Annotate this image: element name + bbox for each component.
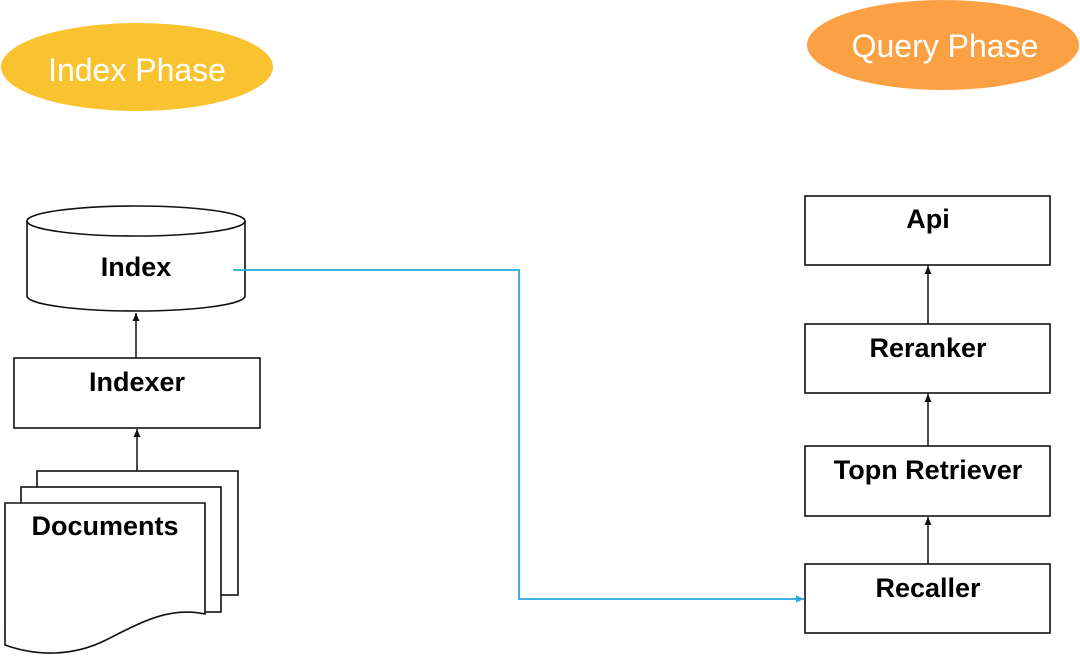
topn-retriever-box bbox=[804, 445, 1051, 517]
query-phase-ellipse bbox=[807, 0, 1079, 90]
index-label: Index bbox=[101, 252, 172, 282]
topn-retriever-node: Topn Retriever bbox=[804, 445, 1051, 517]
indexer-box bbox=[13, 357, 261, 429]
index-to-recaller-connector bbox=[233, 269, 804, 603]
recaller-node: Recaller bbox=[804, 563, 1051, 634]
recaller-box bbox=[804, 563, 1051, 634]
api-box bbox=[804, 195, 1051, 266]
indexer-node: Indexer bbox=[13, 357, 261, 429]
index-cylinder-top bbox=[26, 205, 246, 237]
reranker-label: Reranker bbox=[869, 333, 987, 363]
api-label: Api bbox=[906, 204, 950, 234]
index-cylinder-body bbox=[26, 221, 246, 312]
documents-label: Documents bbox=[31, 511, 178, 541]
index-phase-badge: Index Phase bbox=[1, 23, 273, 111]
index-phase-label: Index Phase bbox=[48, 52, 226, 88]
reranker-node: Reranker bbox=[804, 323, 1051, 394]
index-phase-ellipse bbox=[1, 23, 273, 111]
reranker-box bbox=[804, 323, 1051, 394]
documents-stack: Documents bbox=[4, 470, 239, 654]
query-phase-label: Query Phase bbox=[852, 28, 1039, 64]
topn-retriever-label: Topn Retriever bbox=[834, 455, 1023, 485]
query-phase-badge: Query Phase bbox=[807, 0, 1079, 90]
index-database: Index bbox=[26, 205, 246, 312]
indexer-label: Indexer bbox=[89, 367, 186, 397]
api-node: Api bbox=[804, 195, 1051, 266]
recaller-label: Recaller bbox=[875, 573, 981, 603]
document-page-front bbox=[4, 502, 206, 654]
